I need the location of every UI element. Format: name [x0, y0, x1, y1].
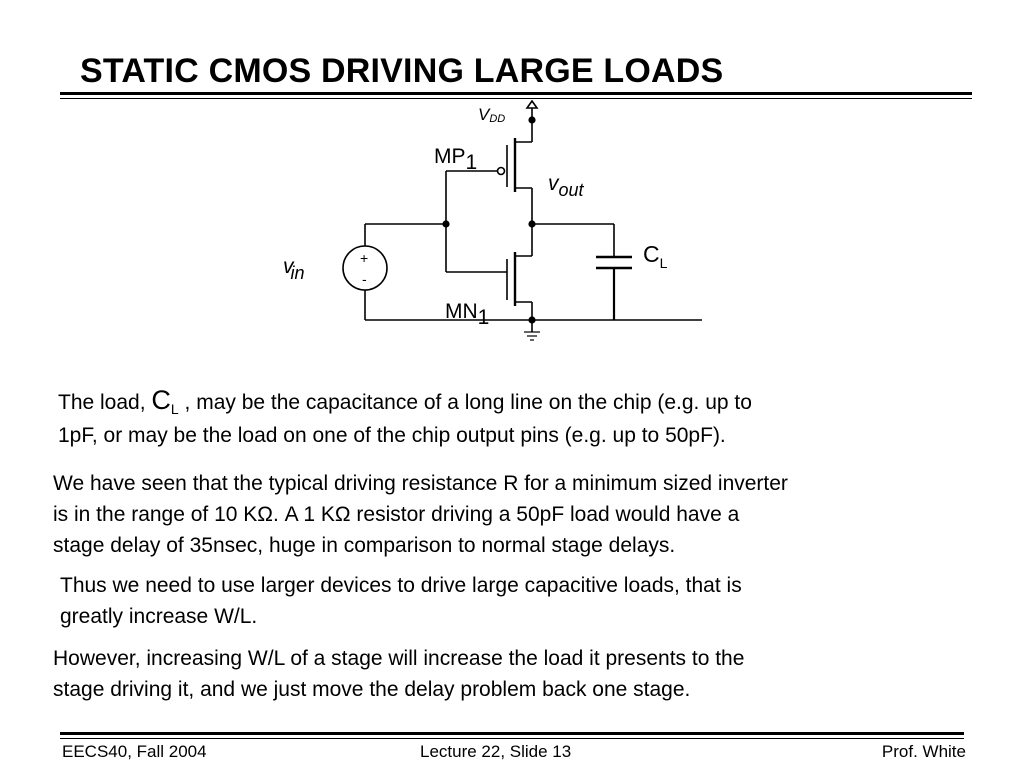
output-junction-dot — [528, 220, 536, 228]
paragraph-load-capacitance: The load, CL , may be the capacitance of… — [58, 385, 752, 451]
p3-line-2: greatly increase W/L. — [60, 605, 258, 628]
p2-line-2: is in the range of 10 KΩ. A 1 KΩ resisto… — [53, 503, 740, 526]
mn1-label: MN1 — [445, 300, 489, 329]
source-minus-sign: - — [362, 271, 367, 287]
p1-text-a: The load, — [58, 391, 152, 414]
p1-text-b: , may be the capacitance of a long line … — [178, 391, 752, 414]
paragraph-driving-resistance: We have seen that the typical driving re… — [53, 468, 788, 561]
footer-rule-thin — [60, 738, 964, 739]
cl-label: CL — [643, 241, 668, 271]
p3-line-1: Thus we need to use larger devices to dr… — [60, 574, 742, 597]
p4-line-2: stage driving it, and we just move the d… — [53, 678, 691, 701]
ground-junction-dot — [528, 316, 536, 324]
slide-title: STATIC CMOS DRIVING LARGE LOADS — [80, 52, 724, 90]
vin-label: vin — [283, 255, 305, 283]
mp1-gate-bubble — [496, 166, 506, 176]
p4-line-1: However, increasing W/L of a stage will … — [53, 647, 745, 670]
cmos-inverter-schematic: VDD MP1 vout CL vin + - MN1 — [283, 99, 702, 341]
vdd-junction-dot — [528, 116, 536, 124]
mp1-label: MP1 — [434, 145, 477, 174]
source-plus-sign: + — [360, 250, 368, 266]
title-rule-thick — [60, 92, 972, 95]
p1-cl-symbol: C — [151, 385, 171, 415]
footer-author: Prof. White — [881, 742, 966, 761]
footer-rule-thick — [60, 732, 964, 735]
vout-label: vout — [548, 172, 585, 200]
p2-line-1: We have seen that the typical driving re… — [53, 472, 788, 495]
paragraph-larger-devices: Thus we need to use larger devices to dr… — [60, 570, 742, 632]
paragraph-delay-tradeoff: However, increasing W/L of a stage will … — [53, 643, 744, 705]
p2-line-3: stage delay of 35nsec, huge in compariso… — [53, 534, 676, 557]
p1-cl-subscript: L — [170, 401, 179, 417]
vdd-label: VDD — [478, 105, 505, 125]
gate-junction-dot — [442, 220, 450, 228]
footer-course: EECS40, Fall 2004 — [62, 742, 207, 761]
title-rule-thin — [60, 98, 972, 99]
footer-lecture: Lecture 22, Slide 13 — [420, 742, 572, 761]
p1-line-2: 1pF, or may be the load on one of the ch… — [58, 424, 726, 447]
vdd-supply-arrow — [525, 99, 539, 109]
